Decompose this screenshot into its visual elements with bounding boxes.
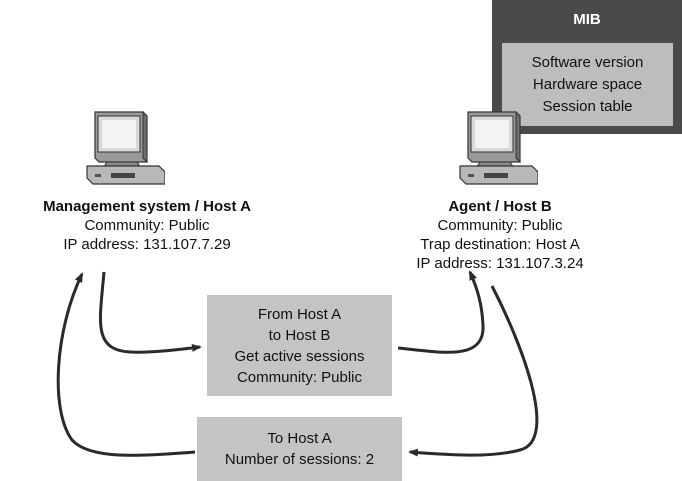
request-operation: Get active sessions	[234, 347, 365, 365]
mib-contents: Software version Hardware space Session …	[502, 43, 673, 126]
management-title: Management system / Host A	[43, 198, 251, 215]
request-arrow-left	[98, 271, 202, 354]
agent-title: Agent / Host B	[448, 198, 552, 215]
request-message-box: From Host A to Host B Get active session…	[207, 295, 392, 396]
mib-panel: MIB Software version Hardware space Sess…	[492, 0, 682, 134]
response-arrow-left	[56, 272, 196, 457]
response-message-box: To Host A Number of sessions: 2	[197, 417, 402, 481]
management-ip: IP address: 131.107.7.29	[63, 236, 231, 253]
mib-item-session-table: Session table	[542, 97, 633, 115]
mib-item-software-version: Software version	[531, 53, 644, 71]
management-computer-icon	[86, 110, 165, 185]
request-arrow-right	[397, 270, 485, 354]
request-from: From Host A	[257, 305, 342, 323]
agent-community: Community: Public	[437, 217, 563, 234]
mib-title: MIB	[573, 11, 601, 28]
agent-ip: IP address: 131.107.3.24	[416, 255, 584, 272]
response-arrow-right	[408, 285, 539, 457]
agent-host-label: Agent / Host B Community: Public Trap de…	[380, 197, 620, 273]
agent-trap-destination: Trap destination: Host A	[420, 236, 580, 253]
request-community: Community: Public	[236, 368, 363, 386]
agent-computer-icon	[459, 110, 538, 185]
request-to: to Host B	[268, 326, 331, 344]
mib-item-hardware-space: Hardware space	[532, 75, 643, 93]
management-host-label: Management system / Host A Community: Pu…	[0, 197, 294, 254]
management-community: Community: Public	[84, 217, 210, 234]
response-to: To Host A	[267, 430, 332, 447]
response-value: Number of sessions: 2	[224, 451, 375, 468]
